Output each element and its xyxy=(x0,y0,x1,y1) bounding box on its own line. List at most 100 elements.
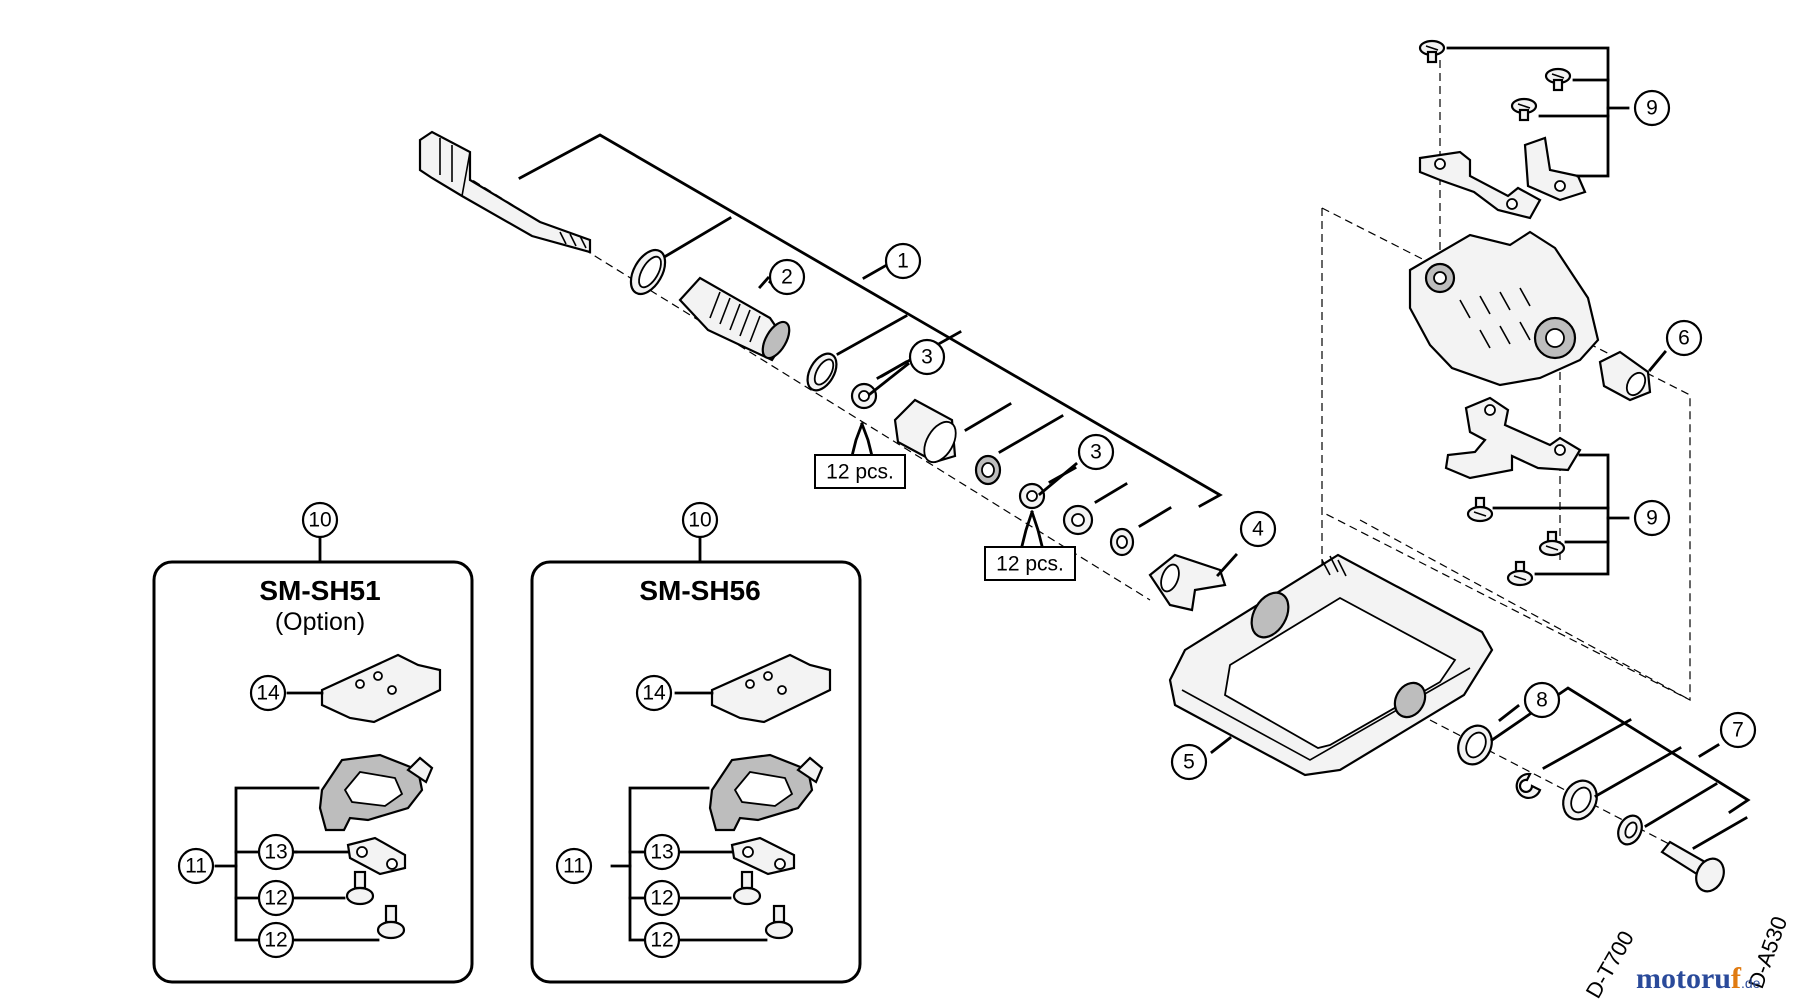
fixing-bolt xyxy=(1660,840,1725,893)
callout-12b: 12 xyxy=(257,921,295,959)
cleat-box-title-1: SM-SH51 xyxy=(259,575,380,606)
bearing-ring-large xyxy=(629,248,667,296)
callout-1: 1 xyxy=(884,242,922,280)
leader-lines-7-8 xyxy=(1490,686,1751,850)
svg-text:6: 6 xyxy=(1678,327,1690,350)
svg-text:10: 10 xyxy=(308,509,331,532)
callout-11b: 11 xyxy=(555,847,593,885)
cleat-box-sm-sh56: SM-SH56 xyxy=(530,533,862,984)
lock-nut xyxy=(1062,504,1094,536)
bottom-binding-plate xyxy=(1444,396,1582,480)
svg-text:12: 12 xyxy=(264,887,287,910)
svg-text:14: 14 xyxy=(256,682,280,705)
quantity-label-1: 12 pcs. xyxy=(814,454,906,489)
cleat-box-sm-sh51: SM-SH51 (Option) xyxy=(152,533,474,984)
axle-spindle xyxy=(418,130,592,254)
callout-6: 6 xyxy=(1665,319,1703,357)
callout-2: 2 xyxy=(768,258,806,296)
bearing-ring-small xyxy=(806,352,838,392)
svg-text:12: 12 xyxy=(650,929,673,952)
callout-4: 4 xyxy=(1239,510,1277,548)
callout-14a: 14 xyxy=(249,674,287,712)
screw-bottom-a xyxy=(1466,496,1494,523)
svg-text:4: 4 xyxy=(1252,518,1264,541)
spring-washer xyxy=(1562,779,1598,821)
pedal-cage-platform xyxy=(1168,553,1494,777)
callout-8: 8 xyxy=(1523,681,1561,719)
cleat-screw-2a xyxy=(732,870,762,906)
svg-text:motoruf.de: motoruf.de xyxy=(1636,962,1761,995)
watermark: motoruf.de xyxy=(1636,962,1761,995)
cleat-shim-plate-1 xyxy=(320,653,442,724)
svg-text:14: 14 xyxy=(642,682,666,705)
svg-text:11: 11 xyxy=(185,855,207,878)
c-clip xyxy=(1515,772,1542,800)
binding-mechanism-body xyxy=(1408,230,1600,387)
callout-7: 7 xyxy=(1719,711,1757,749)
svg-text:10: 10 xyxy=(688,509,711,532)
axle-dust-cap xyxy=(1148,553,1238,612)
bearing-bushing-6 xyxy=(1598,350,1667,402)
screw-top-b xyxy=(1544,67,1572,92)
svg-text:7: 7 xyxy=(1732,719,1744,742)
svg-text:13: 13 xyxy=(264,841,287,864)
screw-top-c xyxy=(1510,97,1538,122)
callout-14b: 14 xyxy=(635,674,673,712)
svg-text:13: 13 xyxy=(650,841,673,864)
svg-text:9: 9 xyxy=(1646,97,1658,120)
flat-washer xyxy=(1617,814,1643,846)
cleat-shim-plate-2 xyxy=(710,653,832,724)
leader-lines-9-bottom xyxy=(1492,453,1630,576)
ball-bearing-set-a xyxy=(850,382,878,410)
callout-3b: 3 xyxy=(1077,433,1115,471)
quantity-text-2: 12 pcs. xyxy=(996,553,1064,576)
washer-end xyxy=(1109,527,1135,557)
svg-text:8: 8 xyxy=(1536,689,1548,712)
quantity-text-1: 12 pcs. xyxy=(826,461,894,484)
svg-text:3: 3 xyxy=(1090,441,1102,464)
watermark-main: motoru xyxy=(1636,962,1731,995)
cleat-screw-1b xyxy=(376,904,406,940)
screw-bottom-b xyxy=(1538,530,1566,557)
watermark-suffix: .de xyxy=(1741,975,1761,991)
svg-text:1: 1 xyxy=(897,250,909,273)
axle-sleeve-threaded xyxy=(678,276,791,362)
screw-top-a xyxy=(1418,39,1446,64)
cleat-box-subtitle-1: (Option) xyxy=(275,608,365,636)
svg-text:9: 9 xyxy=(1646,507,1658,530)
callout-11a: 11 xyxy=(177,847,215,885)
bushing-sleeve xyxy=(893,398,957,464)
callout-9b: 9 xyxy=(1633,499,1671,537)
callout-12a: 12 xyxy=(257,879,295,917)
leader-lines-misc xyxy=(758,276,1078,548)
quantity-label-2: 12 pcs. xyxy=(984,546,1076,581)
callout-3a: 3 xyxy=(908,338,946,376)
callout-12c: 12 xyxy=(643,879,681,917)
svg-text:12: 12 xyxy=(264,929,287,952)
callout-13a: 13 xyxy=(257,833,295,871)
top-binding-plate xyxy=(1418,136,1587,220)
screw-bottom-c xyxy=(1506,560,1534,587)
svg-text:2: 2 xyxy=(781,266,793,289)
callout-10a: 10 xyxy=(301,501,339,539)
leader-lines-axle xyxy=(518,133,1223,528)
watermark-accent: f xyxy=(1731,962,1742,995)
ball-bearing-set-b xyxy=(1018,482,1046,510)
leader-lines-9-top xyxy=(1446,46,1630,178)
callout-10b: 10 xyxy=(681,501,719,539)
callout-9a: 9 xyxy=(1633,89,1671,127)
callout-12d: 12 xyxy=(643,921,681,959)
svg-text:11: 11 xyxy=(563,855,585,878)
svg-text:5: 5 xyxy=(1183,751,1195,774)
edge-code-1: D-T700 xyxy=(1581,926,1639,1002)
snap-ring xyxy=(1457,724,1493,766)
cone-nut xyxy=(974,454,1002,486)
cleat-screw-1a xyxy=(345,870,375,906)
callout-13b: 13 xyxy=(643,833,681,871)
callout-5: 5 xyxy=(1170,743,1208,781)
svg-text:12: 12 xyxy=(650,887,673,910)
svg-text:3: 3 xyxy=(921,346,933,369)
cleat-box-title-2: SM-SH56 xyxy=(639,575,760,606)
cleat-screw-2b xyxy=(764,904,794,940)
